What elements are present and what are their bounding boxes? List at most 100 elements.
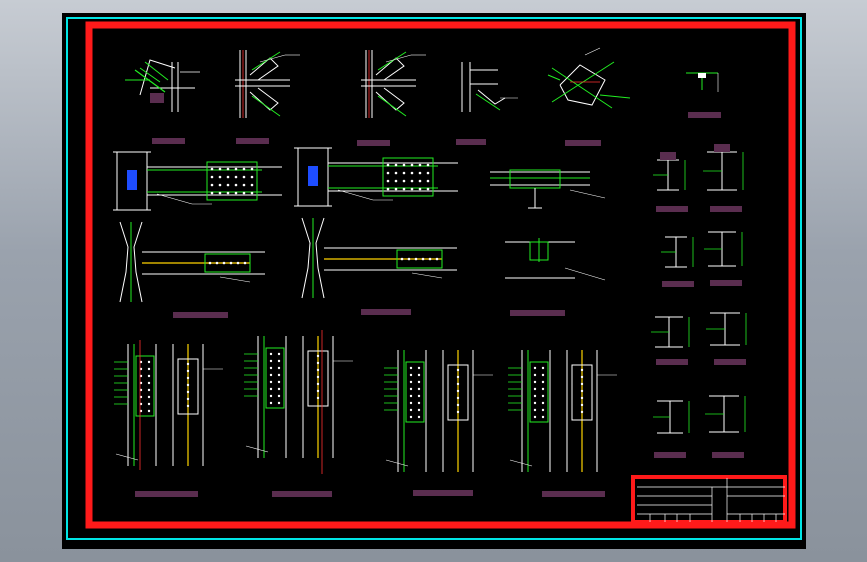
- bolt: [186, 376, 190, 380]
- bolt: [277, 394, 281, 398]
- leader-line: [115, 453, 139, 461]
- splice-plate: [204, 253, 251, 273]
- bolt: [316, 396, 320, 400]
- bolt: [147, 388, 151, 392]
- bolt: [417, 401, 421, 405]
- bolt: [410, 179, 414, 183]
- bolt: [409, 366, 413, 370]
- bolt: [421, 257, 425, 261]
- section-detail-4: [704, 231, 743, 267]
- column-curve: [301, 217, 311, 299]
- bolt: [409, 387, 413, 391]
- bolt: [234, 183, 238, 187]
- detail-label-bar-5: [565, 140, 601, 146]
- bolt: [417, 415, 421, 419]
- weld-line: [134, 69, 166, 93]
- bolt: [277, 359, 281, 363]
- bolt: [316, 354, 320, 358]
- bolt: [236, 261, 240, 265]
- bolt: [533, 373, 537, 377]
- bolt: [250, 175, 254, 179]
- brace-outline: [249, 87, 279, 111]
- bolt: [402, 179, 406, 183]
- bolt: [394, 179, 398, 183]
- gusset-detail-2: [235, 50, 300, 118]
- gusset-plate: [559, 64, 606, 106]
- bolt: [316, 361, 320, 365]
- detail-label-bar-6: [688, 112, 721, 118]
- bolt: [277, 352, 281, 356]
- bolt: [394, 163, 398, 167]
- leader-line: [569, 189, 606, 199]
- detail-label-bar-17: [712, 452, 744, 458]
- column-curve: [119, 221, 129, 303]
- bolt: [418, 179, 422, 183]
- bolt: [533, 380, 537, 384]
- bolt: [316, 389, 320, 393]
- bolt: [417, 408, 421, 412]
- bolt: [418, 187, 422, 191]
- splice-plate: [447, 364, 469, 421]
- detail-label-bar-12: [662, 281, 694, 287]
- cyan-outer-frame: [66, 17, 802, 540]
- bolt: [580, 389, 584, 393]
- bolt: [250, 167, 254, 171]
- bolt: [277, 401, 281, 405]
- bolt: [400, 257, 404, 261]
- bolt: [410, 163, 414, 167]
- bolt: [426, 187, 430, 191]
- column-curve: [133, 221, 143, 303]
- bolt: [277, 366, 281, 370]
- title-block-frame: [631, 475, 787, 524]
- gusset-detail-3: [361, 50, 426, 118]
- bolt: [456, 382, 460, 386]
- bolt: [417, 366, 421, 370]
- sheet-background: [62, 13, 806, 549]
- cap-plate: [660, 152, 676, 160]
- bolt: [417, 380, 421, 384]
- bolt: [147, 402, 151, 406]
- bolt: [402, 187, 406, 191]
- bolt: [242, 191, 246, 195]
- bolt: [410, 187, 414, 191]
- column-splice-2: [244, 336, 353, 458]
- bolt: [316, 375, 320, 379]
- leader-line: [564, 267, 606, 281]
- bolt: [208, 261, 212, 265]
- detail-label-bar-21: [542, 491, 605, 497]
- splice-plate: [405, 361, 425, 423]
- bolt: [218, 167, 222, 171]
- bolt: [541, 380, 545, 384]
- bolt: [186, 369, 190, 373]
- bolt: [186, 383, 190, 387]
- beam-splice-plan: [490, 169, 606, 209]
- column-web-section: [127, 170, 137, 190]
- bolt: [277, 380, 281, 384]
- bolt: [409, 373, 413, 377]
- detail-label-bar-2: [236, 138, 269, 144]
- plate-outline: [139, 59, 176, 96]
- bolt: [407, 257, 411, 261]
- bolt: [242, 167, 246, 171]
- bolt: [580, 375, 584, 379]
- splice-plate: [571, 364, 593, 421]
- detail-drawings: [113, 47, 747, 474]
- bolt: [316, 382, 320, 386]
- brace-line: [139, 67, 161, 83]
- splice-plate: [265, 347, 285, 409]
- bolt: [234, 175, 238, 179]
- bolt: [386, 179, 390, 183]
- bolt: [269, 380, 273, 384]
- bolt: [435, 257, 439, 261]
- gusset-detail-1: [125, 59, 200, 112]
- bolt: [215, 261, 219, 265]
- detail-label-bars: [135, 112, 746, 497]
- leader-line: [156, 193, 193, 205]
- brace-outline: [477, 89, 506, 105]
- splice-plate: [382, 157, 434, 197]
- tee-detail: [686, 72, 719, 92]
- bolt: [242, 175, 246, 179]
- bolt: [226, 183, 230, 187]
- bolt: [402, 171, 406, 175]
